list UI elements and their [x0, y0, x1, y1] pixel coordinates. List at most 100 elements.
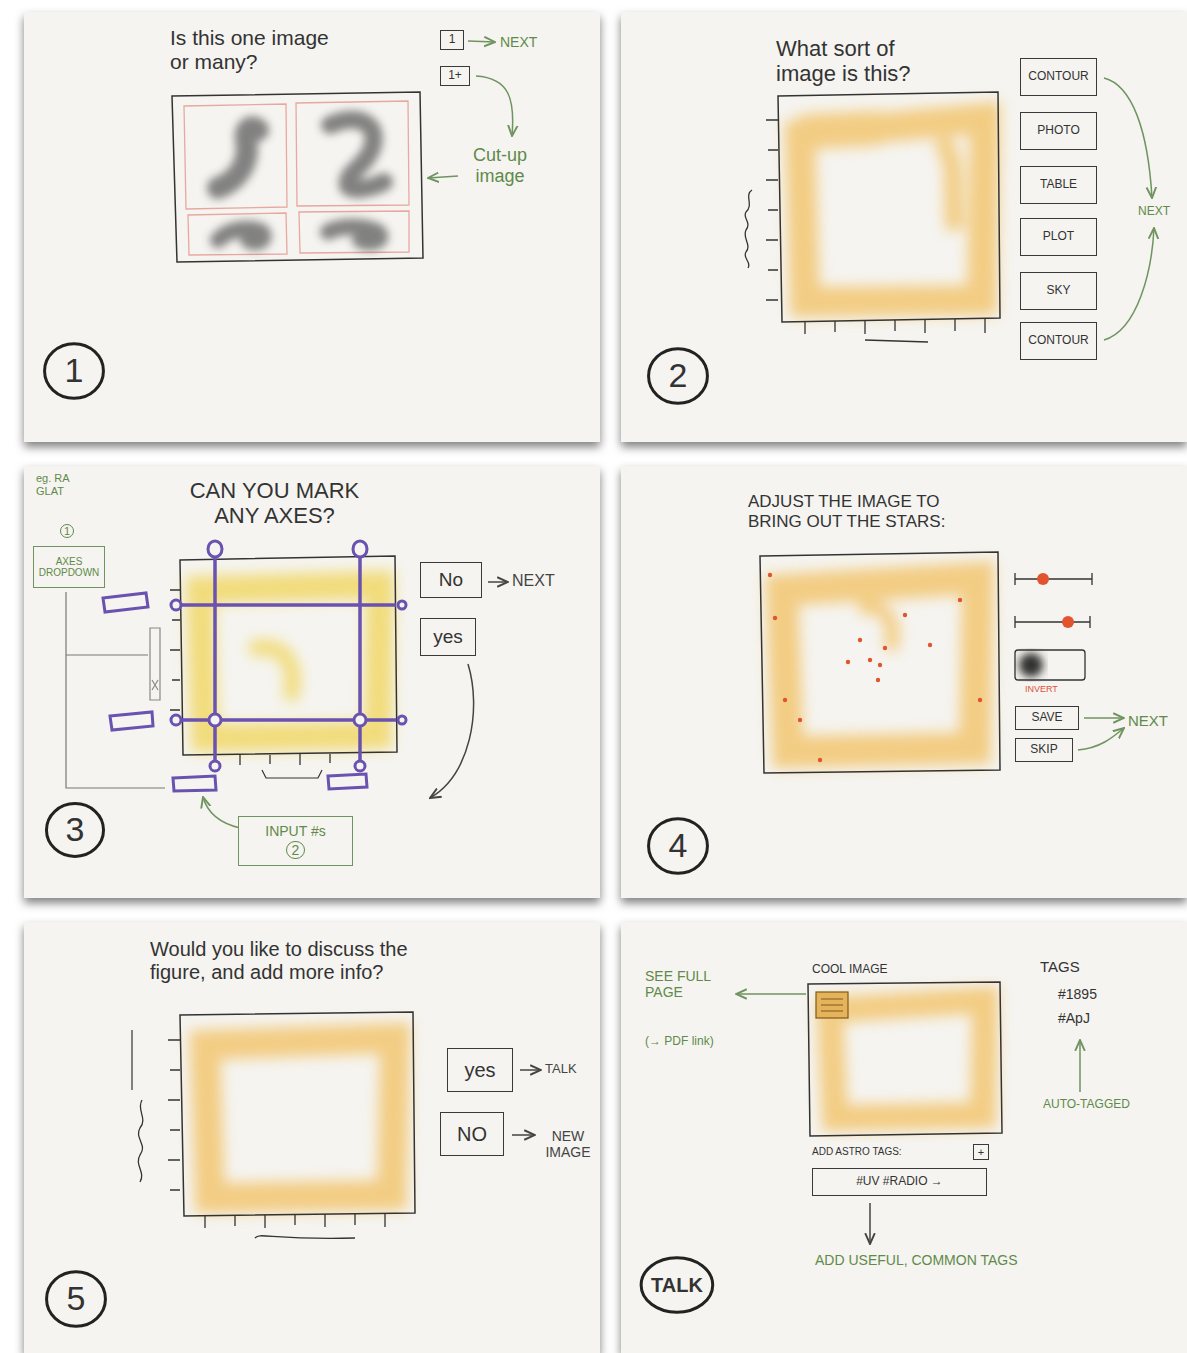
panel-heading: What sort of image is this? [776, 36, 936, 87]
flow-arrow [736, 993, 806, 995]
axes-sketch [209, 714, 221, 726]
annotation-label: ADD USEFUL, COMMON TAGS [815, 1252, 1018, 1268]
star-image-sketch [858, 638, 862, 642]
circle-outline [47, 1272, 106, 1327]
sketch-button: CONTOUR [1020, 58, 1097, 96]
node-text: 2 [286, 841, 304, 859]
node-text: 2 [669, 356, 688, 395]
flow-arrow [468, 41, 495, 42]
image-sketch [172, 92, 423, 262]
flow-arrow [1078, 718, 1124, 750]
cool-image-sketch [816, 992, 848, 1018]
annotation-label: NEW IMAGE [540, 1128, 596, 1160]
annotation-label: AUTO-TAGGED [1043, 1098, 1130, 1112]
axes-sketch [262, 770, 322, 778]
cool-image-sketch [808, 982, 1002, 1136]
image-sketch [328, 227, 380, 243]
flow-arrow [203, 582, 508, 828]
axes-sketch [103, 556, 396, 791]
star-image-sketch [876, 678, 880, 682]
circle-outline [649, 819, 708, 874]
figure-sketch [205, 1213, 385, 1228]
flow-arrow [1078, 728, 1124, 750]
flow-arrow [736, 994, 1080, 1244]
node-text: yes [433, 626, 463, 648]
star-image-sketch [760, 552, 1092, 773]
plot-sketch [940, 140, 955, 230]
axes-sketch [355, 761, 365, 771]
annotation-label: SEE FULL PAGE [645, 968, 723, 1000]
circle-outline [649, 349, 708, 404]
plot-sketch [778, 92, 1000, 322]
axes-sketch [398, 716, 406, 724]
image-sketch [299, 211, 409, 253]
figure-sketch [132, 1012, 415, 1238]
star-image-sketch [878, 663, 882, 667]
sketch-button: 1 [440, 30, 464, 50]
plot-sketch [800, 118, 985, 302]
flow-arrow [203, 797, 240, 828]
star-image-sketch [782, 578, 978, 752]
flow-arrow [488, 581, 508, 583]
sketch-button: PHOTO [1020, 112, 1097, 150]
storyboard-panel: What sort of image is this?CONTOURPHOTOT… [621, 12, 1187, 442]
step-number-circle: TALK [638, 1254, 716, 1316]
storyboard-panel: COOL IMAGE+#UV #RADIO →TALK [621, 922, 1187, 1353]
node-text: SKY [1046, 284, 1070, 298]
axes-sketch [173, 776, 216, 791]
figure-sketch [138, 1100, 143, 1182]
circle-outline [46, 804, 103, 857]
flow-arrow [476, 76, 513, 136]
axes-sketch [182, 556, 396, 762]
axes-sketch [170, 590, 180, 710]
star-image-sketch [783, 698, 787, 702]
star-image-sketch [978, 698, 982, 702]
axes-sketch [200, 585, 380, 738]
cool-image-sketch [830, 1000, 985, 1118]
axes-sketch [354, 714, 366, 726]
flow-arrow [1079, 1040, 1081, 1092]
storyboard-panel: CAN YOU MARK ANY AXES?AXES DROPDOWNNoyes… [24, 466, 600, 898]
sketch-button: + [973, 1144, 989, 1160]
node-text: INPUT #s [265, 823, 325, 839]
flow-arrow [512, 1070, 541, 1135]
flow-arrow [512, 1134, 535, 1136]
flow-arrow [1084, 717, 1124, 719]
sketch-button: NO [440, 1112, 504, 1156]
annotation-label: #ApJ [1058, 1010, 1090, 1026]
annotation-label: TALK [545, 1062, 577, 1077]
step-number-circle: 2 [646, 345, 710, 407]
sketch-button: yes [447, 1048, 513, 1092]
star-image-sketch [798, 718, 802, 722]
plot-sketch [745, 190, 752, 268]
axes-sketch [110, 712, 153, 730]
star-image-sketch [768, 573, 982, 762]
axes-sketch [250, 647, 293, 700]
step-number-circle: 4 [646, 815, 710, 877]
annotation-label: #1895 [1058, 986, 1097, 1002]
panel-card [621, 922, 1187, 1353]
image-sketch [184, 104, 287, 209]
sketch-button: CONTOUR [1020, 322, 1097, 360]
panel-card [24, 466, 600, 898]
panel-card [24, 12, 600, 442]
panel-heading: ADJUST THE IMAGE TO BRING OUT THE STARS: [748, 492, 978, 531]
plot-sketch [766, 120, 778, 300]
figure-sketch [180, 1012, 415, 1216]
star-image-sketch [883, 646, 887, 650]
plot-sketch [800, 128, 880, 132]
node-text: 5 [67, 1279, 86, 1318]
star-image-sketch [760, 552, 1000, 773]
cool-image-sketch [830, 1000, 985, 1118]
star-image-sketch [860, 607, 893, 650]
figure-sketch [168, 1040, 180, 1190]
figure-sketch [205, 1038, 395, 1198]
node-text: 1 [65, 351, 84, 390]
plot-sketch [800, 118, 985, 302]
annotation-label: eg. RA GLAT [36, 472, 80, 497]
node-text: CONTOUR [1028, 70, 1088, 84]
node-text: No [439, 569, 463, 591]
annotation-label: (→ PDF link) [645, 1035, 714, 1049]
